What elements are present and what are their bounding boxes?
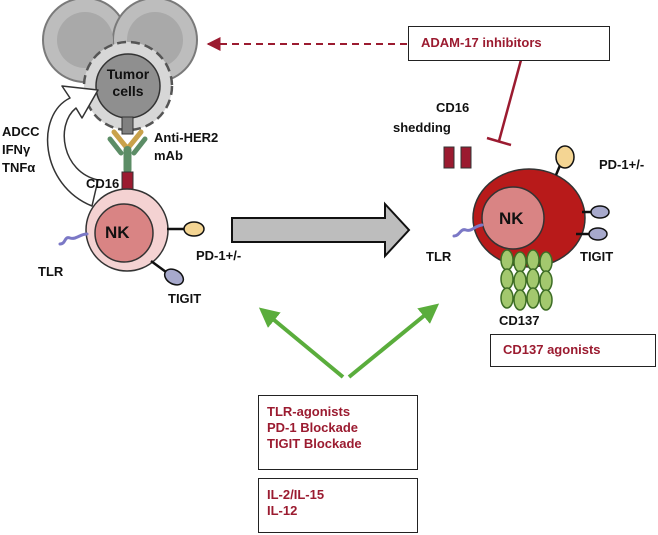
pd1-blockade-text: PD-1 Blockade — [267, 420, 359, 435]
tumor-cell-cluster — [42, 0, 198, 132]
il2-il15-text: IL-2/IL-15 — [267, 487, 325, 502]
tigit-label-right: TIGIT — [580, 249, 614, 264]
cd137-receptors — [500, 249, 553, 311]
antibody-label-line2: mAb — [154, 148, 183, 163]
effector-label-ifng: IFNγ — [2, 142, 31, 157]
her2-receptor — [121, 116, 134, 135]
nk-label-right: NK — [499, 209, 524, 228]
cd16-label-left: CD16 — [86, 176, 120, 191]
effector-label-tnfa: TNFα — [2, 160, 36, 175]
tigit-label-left: TIGIT — [168, 291, 202, 306]
pd1-receptor-left — [167, 221, 205, 237]
nk-cell-right — [472, 168, 586, 268]
cytokine-box: IL-2/IL-15 IL-12 — [258, 478, 418, 533]
checkpoint-agonist-box: TLR-agonists PD-1 Blockade TIGIT Blockad… — [258, 395, 418, 470]
antibody-icon — [107, 129, 148, 174]
transition-arrow — [231, 201, 411, 259]
tlr-label-right: TLR — [426, 249, 452, 264]
cd137-label: CD137 — [499, 313, 540, 328]
shedding-label-line2: shedding — [393, 120, 451, 135]
tigit-blockade-text: TIGIT Blockade — [267, 436, 362, 451]
shedding-label-line1: CD16 — [436, 100, 470, 115]
adam17-inhibitors-box: ADAM-17 inhibitors — [408, 26, 610, 61]
tigit-receptor-left — [150, 259, 185, 286]
cd137-agonists-text: CD137 agonists — [503, 342, 601, 357]
tlr-label-left: TLR — [38, 264, 64, 279]
nk-cell-left — [85, 188, 169, 272]
pd1-receptor-right — [554, 145, 575, 176]
il12-text: IL-12 — [267, 503, 298, 518]
tlr-icon-right — [452, 223, 484, 238]
tumor-label: Tumor cells — [106, 66, 150, 99]
shed-cd16-fragments — [443, 146, 472, 169]
pd1-label-left: PD-1+/- — [196, 248, 242, 263]
tlr-agonists-text: TLR-agonists — [267, 404, 351, 419]
green-arrow-right — [347, 303, 440, 379]
antibody-label-line1: Anti-HER2 — [154, 130, 219, 145]
nk-label-left: NK — [105, 223, 130, 242]
adam17-inhibitors-text: ADAM-17 inhibitors — [421, 35, 542, 50]
tigit-receptor-right — [576, 205, 610, 241]
cd137-agonists-box: CD137 agonists — [490, 334, 656, 367]
pd1-label-right: PD-1+/- — [599, 157, 645, 172]
tlr-icon-left — [58, 232, 89, 246]
adam17-inhibition-line — [486, 59, 523, 147]
green-arrow-left — [258, 307, 345, 379]
effector-label-adcc: ADCC — [2, 124, 40, 139]
effector-curved-arrow — [47, 85, 99, 207]
